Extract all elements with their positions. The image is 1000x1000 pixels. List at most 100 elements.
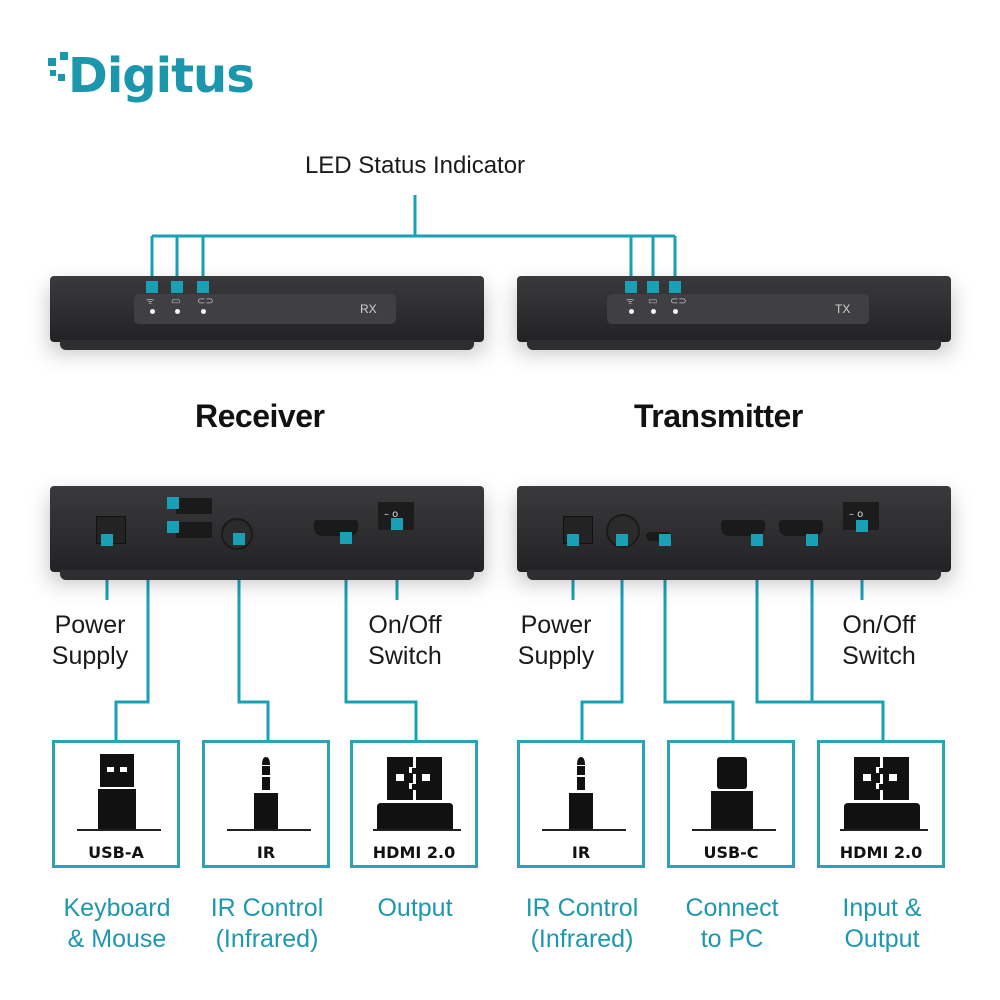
port-box-usb-c: USB-C (667, 740, 795, 868)
hdmi-port-1 (721, 520, 765, 536)
led-callout-marker (197, 281, 209, 293)
baseline (692, 829, 776, 831)
rx-power-callout: Power Supply (40, 610, 140, 672)
port-callout-marker (167, 497, 179, 509)
transmitter-title: Transmitter (634, 398, 803, 434)
port-callout-marker (391, 518, 403, 530)
port-callout-marker (616, 534, 628, 546)
callout-line: On/Off (842, 611, 916, 639)
desc-input-output: Input & Output (807, 893, 957, 955)
led-callout-marker (647, 281, 659, 293)
port-box-ir: IR (202, 740, 330, 868)
transmitter-front-device: ᯤ ▭ ⊂⊃ TX (517, 276, 951, 350)
desc-line: & Mouse (67, 925, 167, 953)
led-callout-marker (669, 281, 681, 293)
desc-keyboard-mouse: Keyboard & Mouse (42, 893, 192, 955)
port-label: USB-C (703, 843, 759, 862)
desc-line: (Infrared) (530, 925, 634, 953)
callout-line: Supply (517, 642, 595, 670)
tx-switch-callout: On/Off Switch (824, 610, 934, 672)
receiver-front-device: ᯤ ▭ ⊂⊃ RX (50, 276, 484, 350)
tx-front-label: TX (835, 302, 851, 316)
usb-a-icon (98, 754, 136, 829)
desc-line: Output (377, 894, 453, 922)
wifi-icon: ᯤ (146, 297, 155, 307)
switch-label: – o (849, 509, 864, 520)
receiver-title: Receiver (195, 398, 325, 434)
rx-led-link (201, 309, 206, 314)
port-label: IR (256, 843, 276, 862)
hdmi-port-2 (779, 520, 823, 536)
callout-line: Power (520, 611, 592, 639)
port-label: HDMI 2.0 (839, 843, 923, 862)
desc-line: IR Control (210, 894, 324, 922)
desc-line: Input & (842, 894, 922, 922)
link-icon: ⊂⊃ (670, 296, 687, 307)
baseline (373, 829, 461, 831)
tx-ir-line (580, 546, 624, 740)
transmitter-rear-device: – o (517, 486, 951, 580)
rx-led-wifi (150, 309, 155, 314)
port-callout-marker (167, 521, 179, 533)
port-callout-marker (567, 534, 579, 546)
port-callout-marker (659, 534, 671, 546)
port-label: HDMI 2.0 (372, 843, 456, 862)
digitus-logo: Digitus (48, 48, 268, 122)
tx-led-link (673, 309, 678, 314)
callout-line: Switch (368, 642, 442, 670)
hdmi-icon (844, 757, 920, 829)
port-box-hdmi-output: HDMI 2.0 (350, 740, 478, 868)
rx-switch-callout: On/Off Switch (350, 610, 460, 672)
led-callout-marker (171, 281, 183, 293)
desc-line: to PC (700, 925, 764, 953)
callout-line: On/Off (368, 611, 442, 639)
port-callout-marker (856, 520, 868, 532)
callout-line: Supply (51, 642, 129, 670)
desc-ir-control: IR Control (Infrared) (192, 893, 342, 955)
monitor-icon: ▭ (171, 296, 181, 307)
baseline (77, 829, 161, 831)
desc-ir-control-tx: IR Control (Infrared) (507, 893, 657, 955)
hdmi-icon (377, 757, 453, 829)
logo-pixel (48, 58, 56, 66)
usb-a-port-1 (176, 498, 212, 514)
baseline (227, 829, 311, 831)
desc-line: (Infrared) (215, 925, 319, 953)
link-icon: ⊂⊃ (197, 296, 214, 307)
port-callout-marker (340, 532, 352, 544)
logo-pixel (58, 74, 65, 81)
wifi-icon: ᯤ (626, 297, 635, 307)
desc-output: Output (340, 893, 490, 924)
audio-jack-icon (254, 757, 278, 829)
port-box-ir-tx: IR (517, 740, 645, 868)
tx-front-panel: ᯤ ▭ ⊂⊃ TX (607, 294, 869, 324)
tx-led-display (651, 309, 656, 314)
port-callout-marker (101, 534, 113, 546)
desc-line: Output (844, 925, 920, 953)
rx-led-lines (150, 236, 205, 282)
rx-front-panel: ᯤ ▭ ⊂⊃ RX (134, 294, 396, 324)
desc-line: IR Control (525, 894, 639, 922)
receiver-rear-device: – o (50, 486, 484, 580)
port-box-usb-a: USB-A (52, 740, 180, 868)
tx-led-wifi (629, 309, 634, 314)
led-callout-marker (625, 281, 637, 293)
port-callout-marker (233, 533, 245, 545)
rx-hdmi-line (344, 546, 418, 740)
audio-jack-icon (569, 757, 593, 829)
port-callout-marker (806, 534, 818, 546)
port-label: IR (571, 843, 591, 862)
switch-label: – o (384, 509, 399, 520)
port-callout-marker (751, 534, 763, 546)
baseline (840, 829, 928, 831)
port-box-hdmi-io: HDMI 2.0 (817, 740, 945, 868)
desc-line: Keyboard (63, 894, 171, 922)
callout-line: Switch (842, 642, 916, 670)
laptop-icon: ▭ (648, 296, 658, 307)
logo-wordmark: Digitus (68, 48, 255, 104)
rx-front-label: RX (360, 302, 377, 316)
baseline (542, 829, 626, 831)
desc-line: Connect (685, 894, 779, 922)
led-status-title: LED Status Indicator (304, 152, 526, 179)
port-label: USB-A (88, 843, 144, 862)
